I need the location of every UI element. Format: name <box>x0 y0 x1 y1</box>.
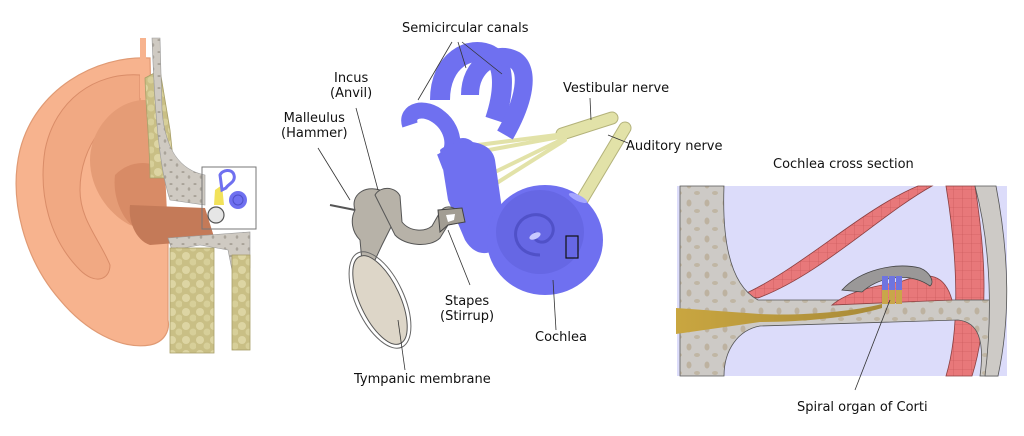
label-incus: Incus (Anvil) <box>330 71 372 101</box>
label-incus-name: Incus <box>333 71 369 86</box>
cochlea <box>487 185 603 295</box>
ossicles <box>329 187 466 349</box>
ear-canal <box>129 205 215 245</box>
detail-inset-box <box>201 166 257 230</box>
vestibule <box>440 141 505 254</box>
hair-cells <box>882 276 902 304</box>
tympanic-membrane <box>352 255 408 345</box>
label-auditory-nerve: Auditory nerve <box>626 139 723 154</box>
outer-ear-illustration <box>15 37 257 354</box>
label-malleus-name: Malleulus <box>283 111 345 126</box>
leader-lines <box>317 41 629 371</box>
label-malleus-alt: (Hammer) <box>281 126 348 141</box>
label-cross-section-title: Cochlea cross section <box>773 157 914 172</box>
cochlea-cross-section <box>676 185 1008 391</box>
label-vestibular-nerve: Vestibular nerve <box>563 81 670 96</box>
eardrum-marker <box>207 206 225 224</box>
middle-inner-ear-illustration <box>317 41 632 371</box>
label-cochlea: Cochlea <box>535 330 587 345</box>
label-malleus: Malleulus (Hammer) <box>281 111 348 141</box>
cochlear-nerve-fibre <box>676 304 882 334</box>
cross-section-marker <box>565 235 579 259</box>
label-organ-of-corti: Spiral organ of Corti <box>797 400 928 415</box>
label-stapes-alt: (Stirrup) <box>440 309 495 324</box>
lower-tissue <box>169 247 215 354</box>
label-stapes-name: Stapes <box>444 294 490 309</box>
label-tympanic-membrane: Tympanic membrane <box>354 372 491 387</box>
label-semicircular-canals: Semicircular canals <box>402 21 529 36</box>
label-incus-alt: (Anvil) <box>330 86 373 101</box>
label-stapes: Stapes (Stirrup) <box>440 294 494 324</box>
